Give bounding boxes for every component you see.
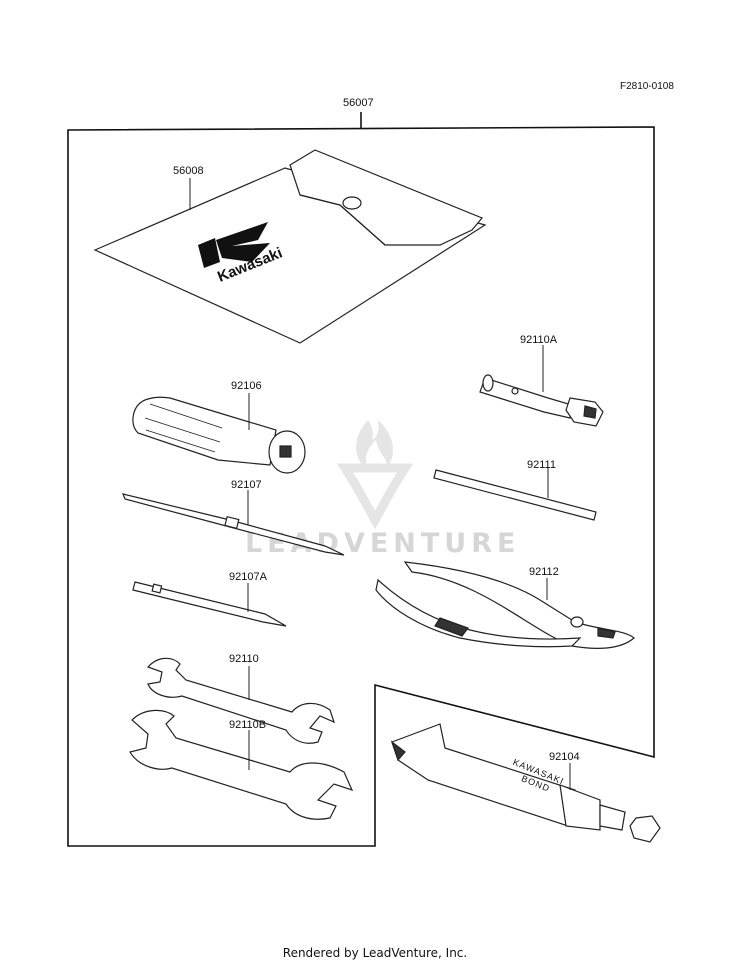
label-92110A: 92110A: [520, 334, 558, 346]
label-92110B: 92110B: [229, 719, 266, 731]
box-wrench-tube: [479, 374, 604, 427]
assembly-outline: [67, 112, 655, 847]
footer-credit: Rendered by LeadVenture, Inc.: [282, 946, 468, 960]
label-92110: 92110: [229, 653, 259, 665]
label-56007: 56007: [343, 97, 374, 109]
watermark-text: LEADVENTURE: [245, 528, 520, 559]
tool-pouch: [93, 149, 487, 344]
pliers: [375, 561, 635, 649]
label-92111: 92111: [527, 459, 556, 471]
bond-tube: [390, 723, 661, 843]
screwdriver-bit: [132, 581, 287, 627]
tommy-bar: [433, 469, 597, 521]
label-92106: 92106: [231, 380, 262, 392]
label-92107: 92107: [231, 479, 262, 491]
figure-code: F2810-0108: [620, 81, 674, 92]
label-92112: 92112: [529, 566, 559, 578]
watermark-logo: [336, 420, 414, 530]
screwdriver-shaft: [122, 493, 345, 556]
label-92107A: 92107A: [229, 571, 268, 583]
open-end-wrench-small: [146, 657, 335, 744]
open-end-wrench-large: [129, 709, 354, 820]
screwdriver-handle: [132, 396, 306, 474]
label-92104: 92104: [549, 751, 580, 763]
kawasaki-logo: Kawasaki: [198, 222, 285, 286]
label-56008: 56008: [173, 165, 204, 177]
